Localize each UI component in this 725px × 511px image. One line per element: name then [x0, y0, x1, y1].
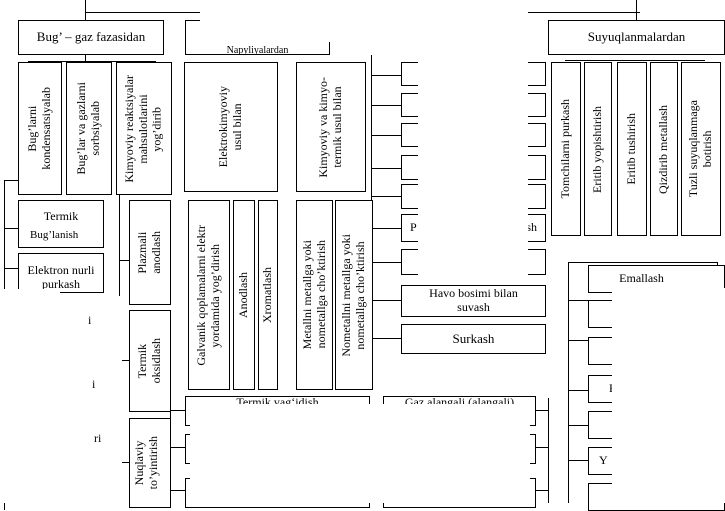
method-air-pressure-plaster: Havo bosimi bilan suvash: [401, 285, 546, 317]
connector: [119, 360, 129, 361]
method-label: Termik vagʻidish: [236, 396, 319, 410]
subtype-label: Elektrokimyoviy usul bilan: [216, 86, 244, 168]
method-label: Elektron nurli purkash: [27, 263, 95, 291]
occlusion-patch: [418, 42, 528, 280]
method-column-salt-bath: Tuzli suyuqlanmaga botirish: [681, 62, 721, 236]
method-chromating: Xromatlash: [258, 200, 278, 390]
method-label: Termik oksidlash: [135, 338, 163, 384]
category-label: Napyliyalardan: [226, 44, 289, 55]
connector: [536, 490, 548, 491]
connector: [85, 0, 86, 20]
connector: [4, 180, 18, 181]
category-label: Bug’ – gaz fazasidan: [36, 29, 146, 45]
connector: [568, 425, 588, 426]
connector: [119, 462, 129, 463]
method-galvanic-deposition: Galvanik qoplamalarni elektr yordamida y…: [188, 200, 230, 390]
connector: [371, 135, 401, 136]
connector: [85, 54, 86, 62]
connector: [568, 340, 588, 341]
method-label: Havo bosimi bilan suvash: [429, 286, 518, 314]
connector: [371, 196, 401, 197]
method-label: Eritib tushirish: [624, 113, 639, 185]
method-label: Metallni metallga yoki nometallga cho’kt…: [299, 240, 328, 350]
method-nonmetal-deposition: Nometallni metallga yoki nometallga cho’…: [335, 200, 373, 390]
method-label: Nometallni metallga yoki nometallga cho’…: [339, 233, 367, 357]
method-electron-beam: Elektron nurli purkash: [18, 253, 104, 293]
connector: [28, 61, 156, 62]
subtype-chemical-thermal: Kimyoviy va kimyo- termik usul bilan: [296, 62, 366, 192]
connector: [636, 0, 637, 20]
connector: [119, 260, 129, 261]
method-anodizing: Anodlash: [233, 200, 255, 390]
method-label: Tuzli suyuqlanmaga botirish: [686, 100, 714, 198]
connector: [170, 410, 185, 411]
subtype-label: Kimyoviy va kimyo- termik usul bilan: [316, 76, 344, 178]
connector: [536, 410, 548, 411]
method-label: Bug’larni kondensatsiyalab: [25, 87, 53, 170]
connector: [371, 228, 401, 229]
method-label: Bug’lar va gazlarni sorbsiyalab: [74, 82, 102, 175]
connector: [568, 460, 588, 461]
method-column-heat-metallizing: Qizdirib metallash: [650, 62, 678, 236]
connector: [536, 447, 548, 448]
connector: [371, 262, 401, 263]
connector: [4, 228, 18, 229]
method-label: Plazmali anodlash: [135, 231, 163, 274]
connector: [568, 262, 569, 503]
method-plasma-anodizing: Plazmali anodlash: [129, 200, 171, 305]
connector: [170, 447, 185, 448]
text-fragment: ri: [94, 431, 102, 445]
category-label: Suyuqlanmalardan: [587, 29, 686, 45]
subtype-electrochemical: Elektrokimyoviy usul bilan: [184, 62, 278, 192]
method-label: Kimyoviy reaktsiyalar mahsulotlarini yog…: [122, 74, 164, 183]
method-label: Y: [599, 453, 608, 468]
method-label: Eritib yopishtirish: [590, 105, 605, 193]
connector: [548, 398, 549, 503]
connector: [4, 268, 18, 269]
method-label: Anodlash: [236, 272, 251, 318]
connector: [371, 75, 401, 76]
method-column-chemical-reaction: Kimyoviy reaktsiyalar mahsulotlarini yog…: [116, 62, 172, 195]
method-column-droplet-spray: Tomchilarni purkash: [551, 62, 581, 236]
text-fragment: i: [88, 313, 92, 327]
method-column-condensation: Bug’larni kondensatsiyalab: [18, 62, 62, 195]
occlusion-patch: [612, 288, 725, 503]
method-label: Surkash: [452, 330, 495, 346]
method-metal-deposition: Metallni metallga yoki nometallga cho’kt…: [296, 200, 333, 390]
method-label: P: [410, 220, 417, 235]
method-label: Qizdirib metallash: [656, 104, 671, 194]
method-label: Xromatlash: [260, 267, 275, 323]
connector: [170, 490, 185, 491]
method-diffusion-saturation: Nuqlaviy to’yintirish: [129, 418, 171, 508]
connector: [568, 390, 588, 391]
text-fragment: Bug’lanish: [30, 229, 79, 241]
method-smearing: Surkash: [401, 324, 546, 354]
method-thermal-oxidation: Termik oksidlash: [129, 310, 171, 412]
method-column-sorption: Bug’lar va gazlarni sorbsiyalab: [66, 62, 112, 195]
category-vapor-gas-phase: Bug’ – gaz fazasidan: [18, 20, 164, 55]
connector: [371, 300, 401, 301]
method-column-fusion-bonding: Eritib yopishtirish: [584, 62, 612, 236]
connector: [371, 55, 372, 340]
connector: [371, 168, 401, 169]
method-label: Termik: [43, 209, 79, 224]
text-fragment: i: [92, 377, 96, 391]
category-melts: Suyuqlanmalardan: [548, 20, 725, 55]
method-column-melt-deposition: Eritib tushirish: [617, 62, 647, 236]
method-label: Galvanik qoplamalarni elektr yordamida y…: [194, 224, 222, 366]
method-label: Tomchilarni purkash: [558, 99, 573, 199]
occlusion-patch: [0, 289, 60, 503]
method-thermal-evaporation: Termik: [18, 200, 104, 248]
connector: [371, 105, 401, 106]
connector: [565, 60, 705, 61]
method-label: Nuqlaviy to’yintirish: [132, 436, 160, 490]
method-label: Gaz alangali (alangali): [404, 396, 515, 410]
connector: [371, 338, 401, 339]
occlusion-patch: [60, 296, 122, 503]
connector: [568, 300, 588, 301]
connector: [568, 262, 718, 263]
occlusion-patch: [190, 404, 530, 503]
occlusion-patch: [200, 0, 528, 42]
method-label: Emallash: [619, 271, 664, 286]
